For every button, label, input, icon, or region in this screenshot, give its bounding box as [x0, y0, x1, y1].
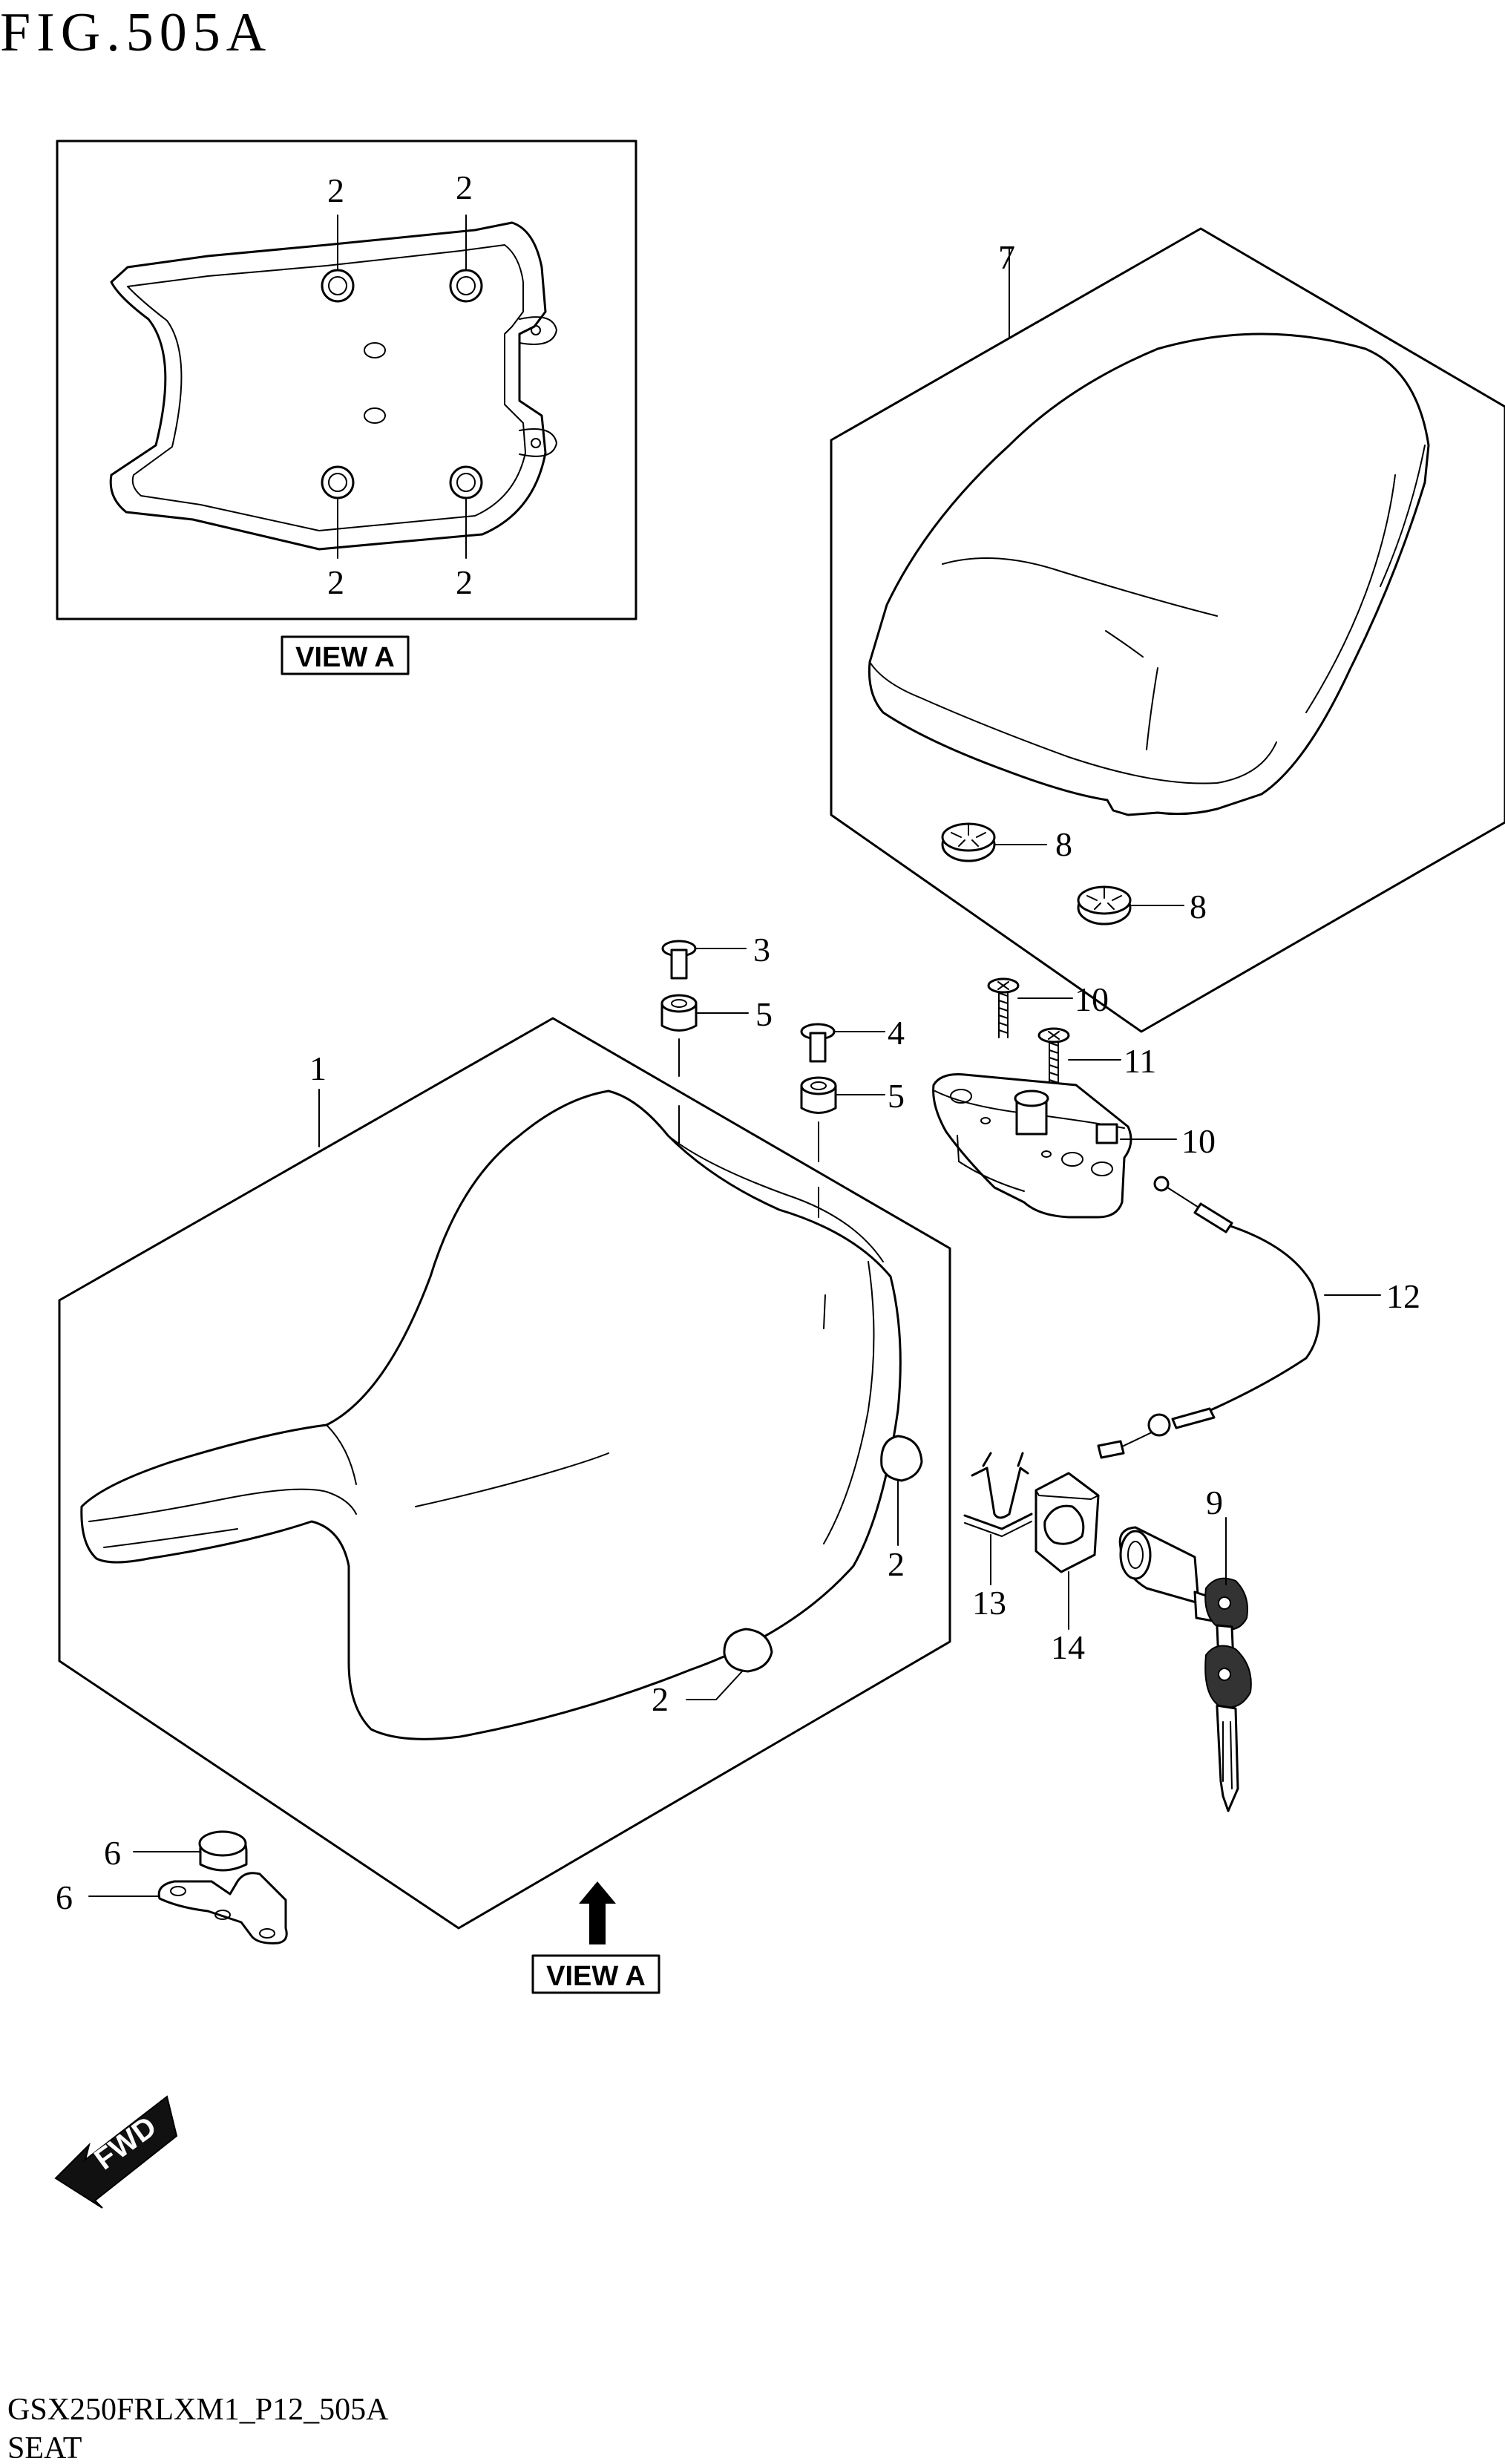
svg-text:VIEW A: VIEW A [546, 1961, 646, 1992]
seat-bracket [157, 1872, 288, 1944]
callout-3: 6 [56, 1878, 73, 1916]
callout-2: 2 [888, 1545, 905, 1583]
svg-text:VIEW A: VIEW A [295, 642, 395, 673]
front-seat-damper [880, 1435, 923, 1482]
seat-spacer [660, 994, 698, 1032]
callout-2: 2 [652, 1680, 669, 1718]
view-a-label-top: VIEW A [281, 635, 410, 675]
seat-underside-view [109, 221, 557, 551]
callout-5: 3 [753, 931, 770, 969]
lock-retainer-plate [1035, 1472, 1100, 1573]
rear-seat-damper [941, 822, 996, 862]
callout-10: 11 [1124, 1042, 1156, 1080]
callout-1: 1 [309, 1049, 327, 1087]
view-a-inset-frame [56, 140, 637, 620]
seat-lock-set [1118, 1526, 1252, 1812]
rear-seat-damper [1077, 885, 1132, 925]
callout-5: 4 [888, 1014, 905, 1052]
callout-8: 8 [1190, 888, 1207, 925]
seat-bolt [800, 1023, 836, 1063]
callout-2: 2 [456, 563, 473, 601]
callout-4: 6 [104, 1834, 121, 1872]
callout-11: 12 [1386, 1277, 1420, 1315]
seat-bolt [661, 940, 697, 980]
damper-hole-left-rear [321, 465, 355, 499]
callout-10: 10 [1075, 980, 1109, 1018]
seat-cushion-cap [198, 1830, 248, 1872]
damper-hole-right-front [449, 269, 483, 303]
callout-13: 14 [1051, 1628, 1085, 1666]
callout-14: 9 [1206, 1484, 1223, 1521]
view-direction-arrow [579, 1881, 616, 1944]
callout-2: 2 [327, 171, 344, 209]
view-a-label-bottom: VIEW A [531, 1954, 660, 1994]
footer-code: GSX250FRLXM1_P12_505A [7, 2393, 389, 2427]
figure-title: FIG.505A [0, 2, 272, 63]
forward-direction-icon: FWD [54, 2095, 178, 2209]
callout-8: 8 [1055, 825, 1072, 863]
footer-name: SEAT [7, 2431, 82, 2464]
callout-6: 5 [888, 1077, 905, 1115]
screw [1037, 1027, 1070, 1088]
rear-seat [868, 332, 1430, 816]
screw [987, 977, 1020, 1038]
damper-hole-right-rear [449, 465, 483, 499]
rear-seat-assembly-frame [830, 227, 1505, 1033]
front-seat-damper [723, 1628, 773, 1673]
callout-2: 2 [327, 563, 344, 601]
seat-lock-cable [1097, 1176, 1320, 1459]
damper-hole-left-front [321, 269, 355, 303]
front-seat [80, 1090, 902, 1740]
callout-7: 7 [998, 238, 1015, 276]
seat-lock-bracket [932, 1073, 1132, 1219]
seat-spacer [800, 1076, 837, 1114]
front-seat-assembly-frame [58, 1017, 951, 1930]
callout-2: 2 [456, 168, 473, 206]
callout-6: 5 [755, 995, 773, 1033]
cable-clip [963, 1452, 1033, 1537]
callout-9: 10 [1181, 1122, 1216, 1160]
callout-12: 13 [972, 1584, 1006, 1622]
